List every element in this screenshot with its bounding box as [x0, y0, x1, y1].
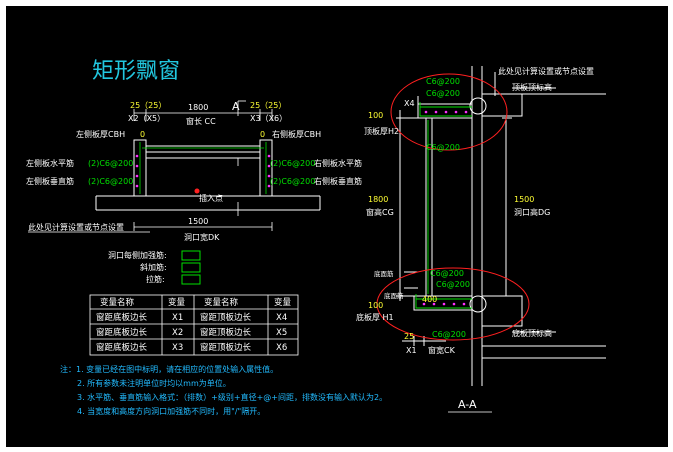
- bottom-thickness-value: 100: [368, 301, 383, 310]
- left-horizontal-bar-label: 左侧板水平筋: [26, 158, 74, 168]
- table-cell: 窗距底板边长: [96, 327, 148, 338]
- section-rebar: [415, 102, 472, 309]
- top-var: X4: [404, 99, 415, 108]
- opening-height-label: 洞口高DG: [514, 207, 550, 217]
- section-calc-note: 此处见计算设置或节点设置: [498, 66, 594, 76]
- top-thickness-label: 顶板厚H2: [364, 126, 399, 136]
- bottom-bar-1: C6@200: [430, 269, 464, 278]
- window-height-value: 1800: [368, 195, 388, 204]
- table-cell: X3: [172, 343, 183, 353]
- bottom-bar-3: C6@200: [432, 330, 466, 339]
- legend-tie: 拉筋:: [146, 274, 165, 284]
- table-cell: X1: [172, 313, 183, 323]
- opening-width-value: 1500: [188, 217, 208, 226]
- top-column-circle: [469, 97, 487, 115]
- right-offset-dim: 25（25）: [250, 101, 286, 110]
- note-3: 3. 水平筋、垂直筋输入格式：（排数）+级别+直径+@+间距，排数没有输入默认为…: [77, 392, 387, 402]
- top-bar-3: C6@200: [426, 143, 460, 152]
- bay-window-plan: [95, 139, 321, 211]
- table-header-3: 变量名称: [204, 297, 239, 308]
- table-header-2: 变量: [168, 297, 186, 308]
- dim-25: 25: [404, 332, 414, 341]
- legend-side-reinforce: 洞口每侧加强筋:: [108, 250, 167, 260]
- side-reinforce-input[interactable]: [181, 250, 201, 261]
- bottom-column-circle: [469, 295, 487, 313]
- table-cell: 窗距顶板边长: [200, 327, 252, 338]
- top-bar-2: C6@200: [426, 89, 460, 98]
- window-height-label: 窗高CG: [366, 207, 394, 217]
- legend-diagonal: 斜加筋:: [140, 262, 167, 272]
- left-slab-thickness: 左侧板厚CBH: [76, 129, 125, 139]
- drawing-title: 矩形飘窗: [92, 59, 180, 84]
- table-cell: 窗距底板边长: [96, 342, 148, 353]
- right-slab-thickness: 右侧板厚CBH: [272, 129, 321, 139]
- plan-rebar-dots: [135, 154, 271, 188]
- right-horizontal-bar-value: (2)C6@200: [270, 159, 315, 168]
- window-width-label: 窗长 CC: [186, 116, 216, 126]
- bottom-bar-label-2: 底面筋: [384, 291, 404, 300]
- left-vertical-bar-label: 左侧板垂直筋: [26, 176, 74, 186]
- table-header-4: 变量: [274, 297, 292, 308]
- table-cell: 窗距顶板边长: [200, 312, 252, 323]
- left-offset-var: X2（X5）: [128, 114, 165, 123]
- insert-point-marker: [194, 188, 200, 194]
- section-mark-a: A: [232, 100, 240, 113]
- zero-right: 0: [260, 130, 265, 139]
- bottom-revision-cloud: [376, 267, 530, 341]
- table-cell: X2: [172, 328, 183, 338]
- note-2: 2. 所有参数未注明单位时均以mm为单位。: [77, 378, 231, 388]
- left-horizontal-bar-value: (2)C6@200: [88, 159, 133, 168]
- window-width-section-label: 窗宽CK: [428, 345, 456, 355]
- left-calc-note: 此处见计算设置或节点设置: [28, 222, 124, 232]
- right-horizontal-bar-label: 右侧板水平筋: [314, 158, 362, 168]
- drawing-canvas: 矩形飘窗 25（25） X2（X5） 1800 窗长 CC A 25（25） X…: [6, 6, 668, 447]
- bottom-elevation-label: 底板顶标高: [512, 328, 552, 338]
- section-label: A-A: [458, 398, 477, 411]
- note-1: 注：1. 变量已经在图中标明，请在相应的位置处输入属性值。: [60, 364, 278, 374]
- right-vertical-bar-label: 右侧板垂直筋: [314, 176, 362, 186]
- table-header-1: 变量名称: [100, 297, 135, 308]
- top-elevation-label: 顶板顶标高: [512, 82, 552, 92]
- window-width-dim: 1800: [188, 103, 208, 112]
- bottom-var: X1: [406, 346, 417, 355]
- bottom-bar-2: C6@200: [436, 280, 470, 289]
- plan-rebar: [139, 142, 267, 194]
- dim-400: 400: [422, 295, 437, 304]
- table-cell: X6: [276, 343, 287, 353]
- variable-table: [89, 294, 299, 356]
- zero-left: 0: [140, 130, 145, 139]
- table-cell: X4: [276, 313, 287, 323]
- plan-top-dimension: [133, 100, 273, 166]
- cad-drawing: 矩形飘窗 25（25） X2（X5） 1800 窗长 CC A 25（25） X…: [26, 59, 606, 416]
- opening-width-label: 洞口宽DK: [184, 232, 220, 242]
- top-revision-cloud: [390, 73, 508, 151]
- bottom-bar-label-1: 底面筋: [374, 269, 394, 278]
- left-vertical-bar-value: (2)C6@200: [88, 177, 133, 186]
- note-4: 4. 当宽度和高度方向洞口加强筋不同时，用"/"隔开。: [77, 406, 265, 416]
- table-cell: X5: [276, 328, 287, 338]
- right-vertical-bar-value: (2)C6@200: [270, 177, 315, 186]
- top-thickness-value: 100: [368, 111, 383, 120]
- diagonal-input[interactable]: [181, 262, 201, 273]
- insert-point-label: 插入点: [199, 193, 223, 203]
- left-offset-dim: 25（25）: [130, 101, 166, 110]
- tie-input[interactable]: [181, 274, 201, 285]
- table-cell: 窗距顶板边长: [200, 342, 252, 353]
- section-rebar-dots: [422, 110, 468, 306]
- right-offset-var: X3（X6）: [250, 114, 287, 123]
- opening-width-dim-line: [28, 222, 273, 233]
- opening-height-value: 1500: [514, 195, 534, 204]
- top-bar-1: C6@200: [426, 77, 460, 86]
- table-cell: 窗距底板边长: [96, 312, 148, 323]
- bottom-thickness-label: 底板厚 H1: [356, 312, 394, 322]
